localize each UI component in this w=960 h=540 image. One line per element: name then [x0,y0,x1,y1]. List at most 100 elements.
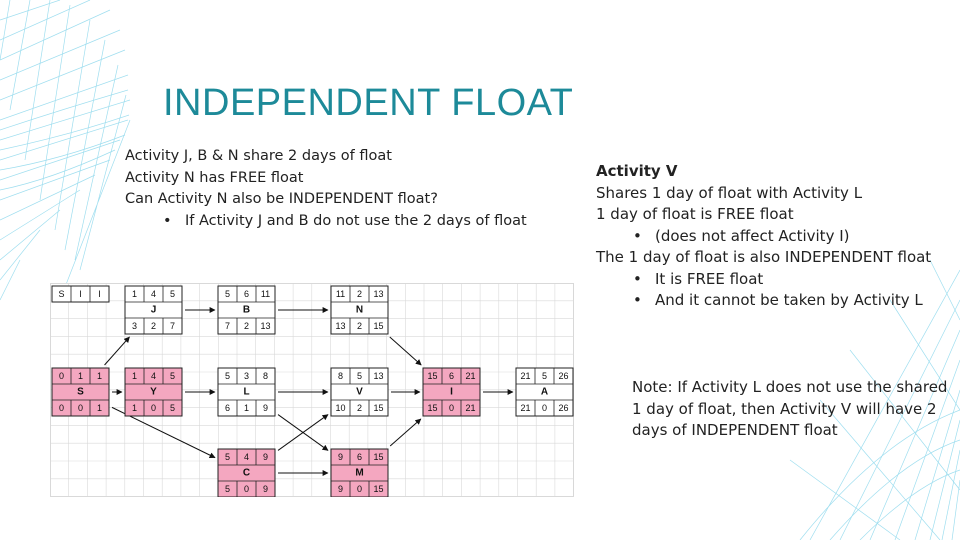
late-start: 10 [335,403,345,413]
early-finish: 11 [261,289,270,299]
early-start: 9 [338,452,343,462]
duration: 2 [357,289,362,299]
right-line-3: The 1 day of float is also INDEPENDENT f… [596,247,931,269]
note-line-2: 1 day of float, then Activity V will hav… [632,399,947,421]
total-float: 1 [244,403,249,413]
late-finish: 15 [373,403,383,413]
early-finish: I [98,289,101,299]
activity-name: N [356,305,363,316]
early-start: 15 [427,371,437,381]
total-float: 0 [151,403,156,413]
late-start: 7 [225,321,230,331]
late-start: 1 [132,403,137,413]
early-start: 1 [132,371,137,381]
activity-name: C [243,468,250,479]
duration: 4 [151,289,156,299]
activity-name: A [541,387,548,398]
activity-name: S [77,387,84,398]
late-finish: 13 [260,321,270,331]
total-float: 0 [78,403,83,413]
late-finish: 1 [97,403,102,413]
late-finish: 26 [558,403,568,413]
early-start: 8 [338,371,343,381]
right-bullet-1: (does not affect Activity I) [596,226,931,248]
early-start: 0 [59,371,64,381]
early-finish: 15 [373,452,383,462]
left-bullet-1: If Activity J and B do not use the 2 day… [125,211,527,233]
early-start: 5 [225,452,230,462]
activity-name: J [151,305,157,316]
activity-name: Y [150,387,157,398]
total-float: 0 [244,484,249,494]
right-text-block: Activity V Shares 1 day of float with Ac… [596,161,931,312]
late-start: 21 [520,403,530,413]
late-start: 9 [338,484,343,494]
early-finish: 1 [97,371,102,381]
late-finish: 15 [373,484,383,494]
late-finish: 15 [373,321,383,331]
duration: 4 [244,452,249,462]
activity-name: M [355,468,363,479]
duration: 5 [542,371,547,381]
early-start: 11 [336,289,345,299]
early-finish: 21 [465,371,475,381]
left-line-3: Can Activity N also be INDEPENDENT float… [125,189,527,211]
total-float: 2 [357,321,362,331]
early-finish: 9 [263,452,268,462]
early-finish: 8 [263,371,268,381]
late-start: 13 [335,321,345,331]
early-finish: 5 [170,371,175,381]
duration: 5 [357,371,362,381]
activity-name: V [356,387,363,398]
duration: 3 [244,371,249,381]
late-finish: 5 [170,403,175,413]
total-float: 2 [357,403,362,413]
early-start: 5 [225,371,230,381]
total-float: 2 [244,321,249,331]
right-line-1: Shares 1 day of float with Activity L [596,183,931,205]
left-text-block: Activity J, B & N share 2 days of float … [125,146,527,232]
total-float: 0 [357,484,362,494]
late-finish: 7 [170,321,175,331]
late-finish: 9 [263,484,268,494]
right-bullet-2: It is FREE float [596,269,931,291]
left-line-1: Activity J, B & N share 2 days of float [125,146,527,168]
early-start: 5 [225,289,230,299]
duration: 4 [151,371,156,381]
right-heading: Activity V [596,161,931,183]
late-start: 6 [225,403,230,413]
late-start: 3 [132,321,137,331]
early-start: S [58,289,64,299]
early-finish: 5 [170,289,175,299]
duration: 6 [357,452,362,462]
slide-title: INDEPENDENT FLOAT [163,82,573,125]
duration: 1 [78,371,83,381]
duration: 6 [449,371,454,381]
early-finish: 13 [373,289,383,299]
note-line-3: days of INDEPENDENT float [632,420,947,442]
left-line-2: Activity N has FREE float [125,168,527,190]
early-finish: 13 [373,371,383,381]
early-finish: 26 [558,371,568,381]
late-start: 5 [225,484,230,494]
total-float: 0 [449,403,454,413]
late-finish: 21 [465,403,475,413]
late-start: 15 [427,403,437,413]
right-bullet-3: And it cannot be taken by Activity L [596,290,931,312]
late-start: 0 [59,403,64,413]
early-start: 1 [132,289,137,299]
right-line-2: 1 day of float is FREE float [596,204,931,226]
early-start: 21 [520,371,530,381]
activity-name: I [450,387,453,398]
